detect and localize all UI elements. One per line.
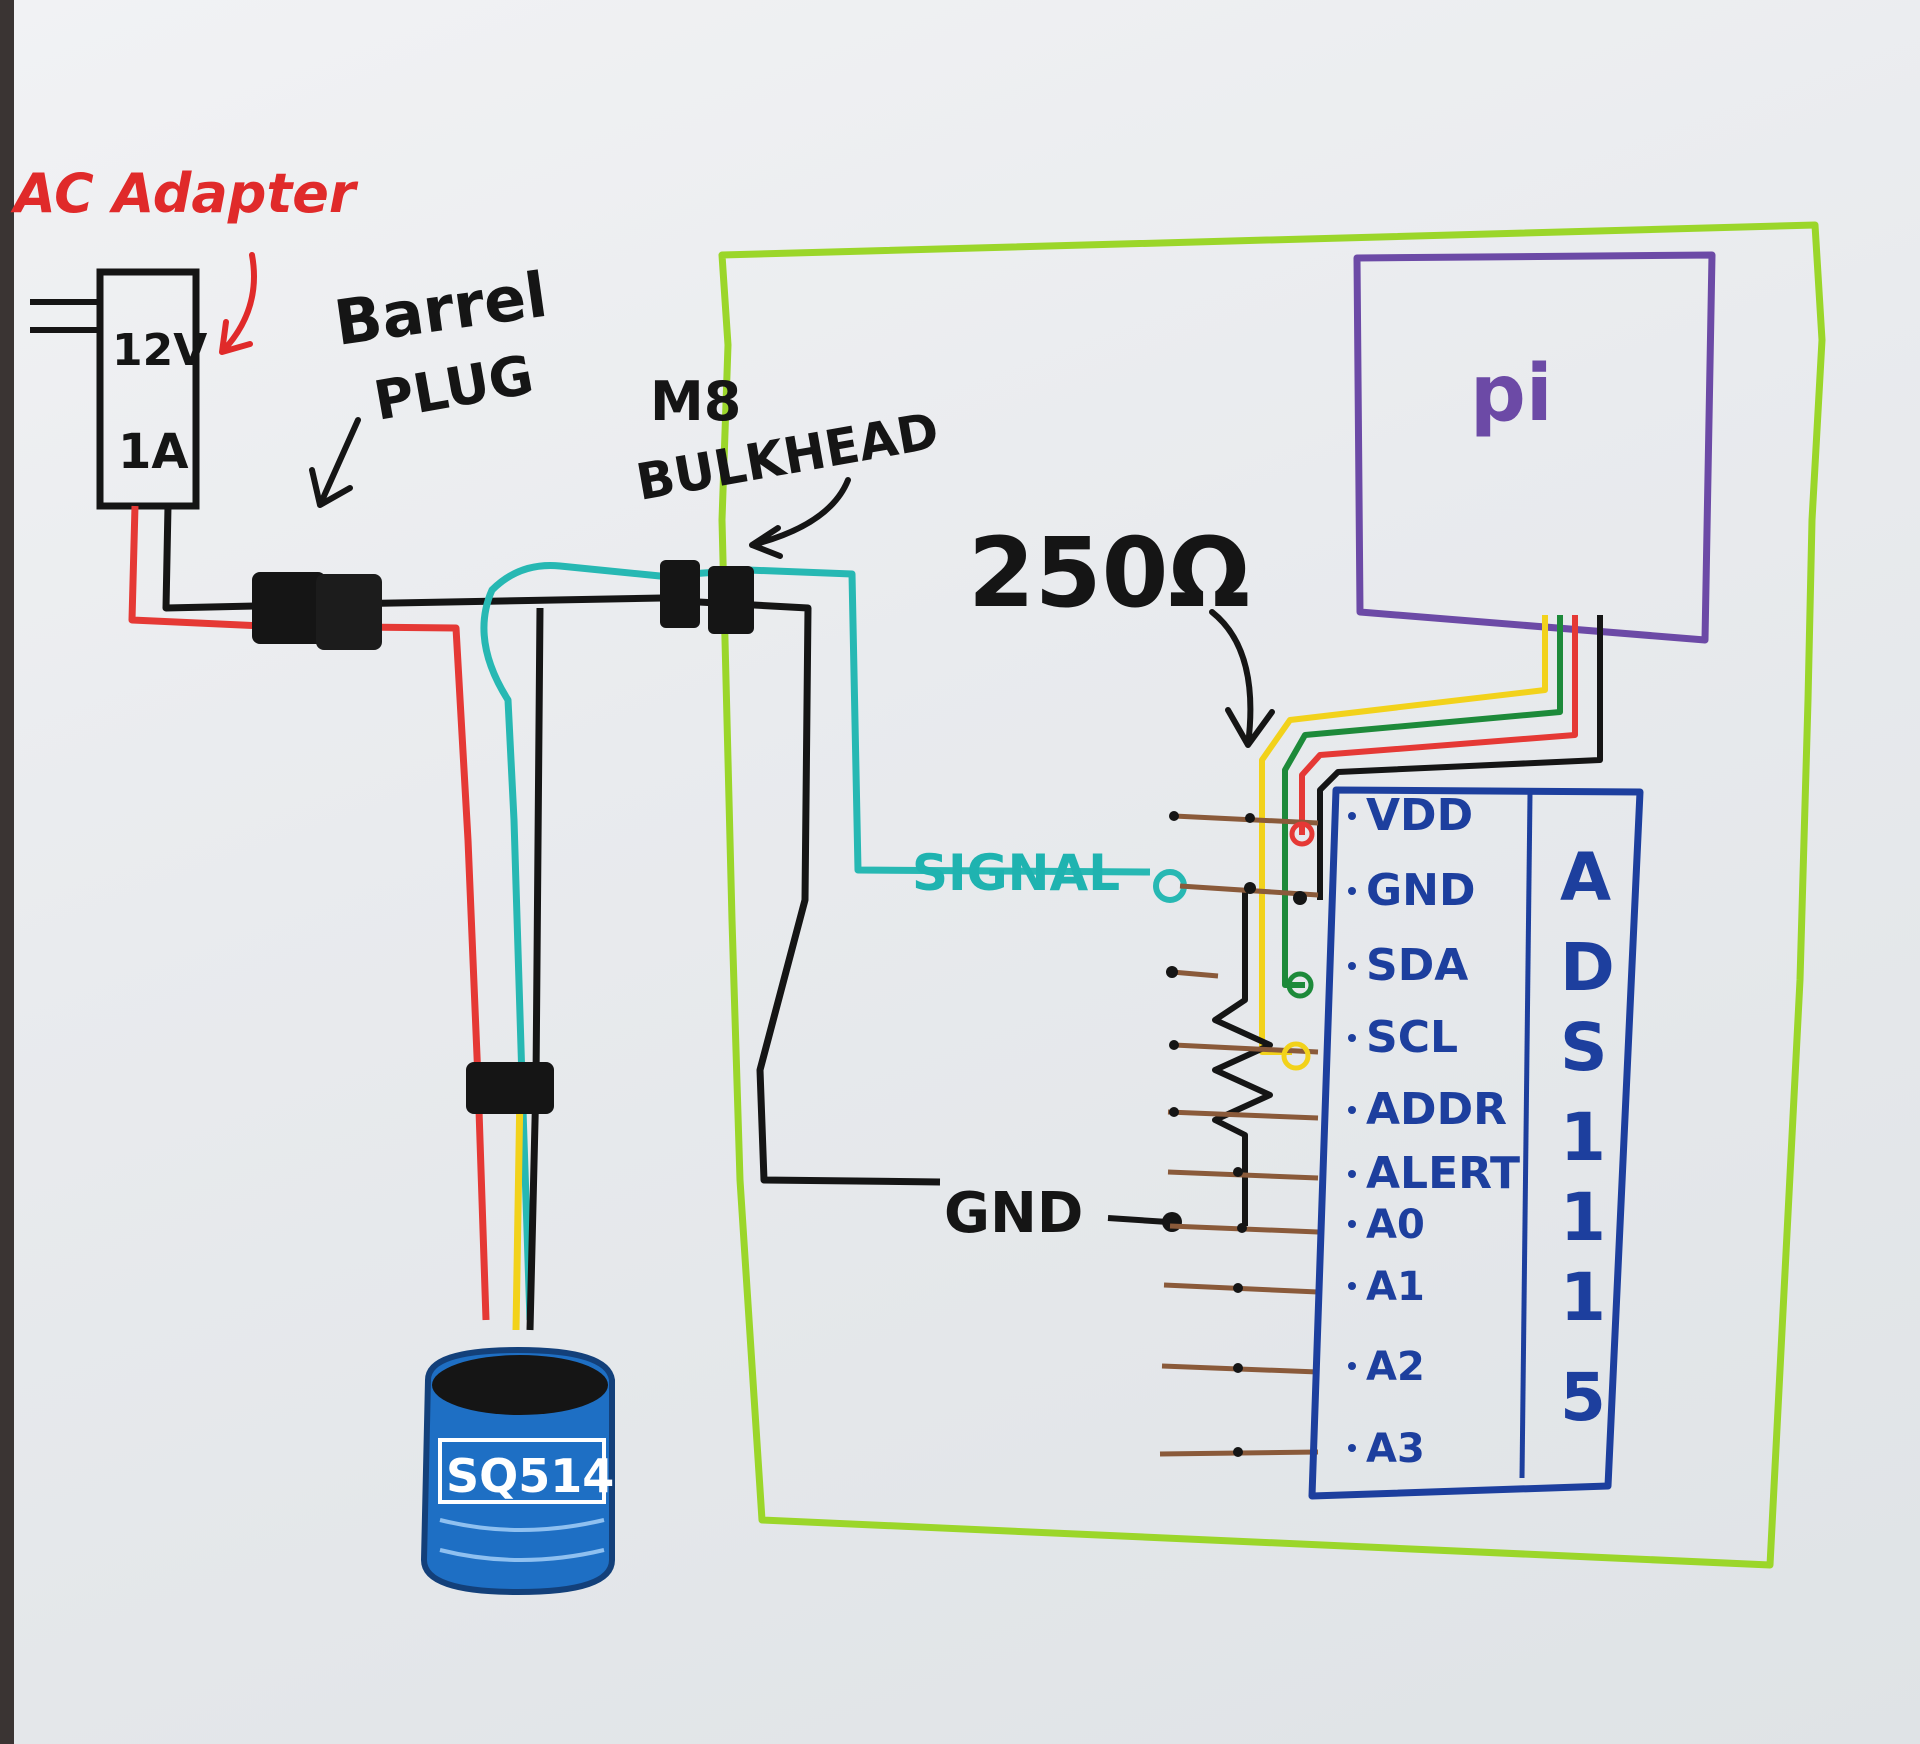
teal-signal-wire-sensor	[480, 562, 1151, 1321]
scl-terminal	[1281, 1041, 1311, 1071]
ac-adapter-label: AC Adapter	[10, 162, 359, 225]
ads-pin-dot-gnd	[1348, 887, 1356, 895]
sda-terminal	[1286, 971, 1314, 999]
barrel-label-line2: PLUG	[369, 343, 538, 433]
m8-bulkhead-connector	[660, 560, 754, 634]
adapter-prongs	[30, 299, 100, 333]
ads-name-letter: A	[1560, 839, 1611, 916]
ads-pin-dot-a3	[1348, 1444, 1356, 1452]
ads-name-letter: 1	[1560, 1259, 1606, 1336]
pi-label: pi	[1470, 349, 1553, 439]
ads-pin-dot-vdd	[1348, 812, 1356, 820]
black-gnd-wire	[1317, 615, 1603, 900]
barrel-arrow-icon	[309, 417, 361, 508]
ads-pin-a1: A1	[1366, 1264, 1425, 1310]
black-ground-wire-sensor	[526, 607, 544, 1331]
resistor-label: 250Ω	[968, 517, 1250, 629]
black-ground-wire-enclosure	[661, 596, 941, 1186]
pi-box	[1353, 251, 1716, 644]
ads-pin-a2: A2	[1366, 1344, 1425, 1390]
ads-pin-dot-sda	[1348, 962, 1356, 970]
gnd-label: GND	[944, 1181, 1083, 1246]
enclosure-outline	[718, 221, 1826, 1569]
ads1115-board	[1308, 786, 1644, 1500]
pin-dots	[1166, 811, 1307, 1457]
board-frame-edge	[0, 0, 14, 1744]
adapter-voltage-label: 12V	[112, 325, 207, 376]
sqs514-sensor	[420, 1346, 615, 1596]
vdd-terminal	[1289, 821, 1315, 847]
ads-pin-dot-scl	[1348, 1034, 1356, 1042]
ads-pin-gnd: GND	[1366, 865, 1475, 916]
ads-pin-dot-addr	[1348, 1106, 1356, 1114]
gnd-lead	[1107, 1215, 1169, 1225]
sensor-label: SQ514	[446, 1449, 614, 1503]
ads-pin-dot-a2	[1348, 1362, 1356, 1370]
gnd-terminal	[1162, 1212, 1182, 1232]
black-power-wire	[162, 505, 663, 612]
ads-name-letter: 1	[1560, 1179, 1606, 1256]
m8-arrow-icon	[749, 477, 851, 559]
ads-name-letter: 1	[1560, 1099, 1606, 1176]
ads1115-divider	[1519, 793, 1533, 1479]
ads-name-letter: D	[1560, 929, 1615, 1006]
signal-label: SIGNAL	[912, 844, 1120, 902]
red-vdd-wire	[1299, 615, 1578, 835]
inline-splice-connector	[466, 1062, 554, 1114]
barrel-plug-connector	[252, 572, 382, 650]
ads-pin-a3: A3	[1366, 1426, 1425, 1472]
signal-terminal	[1153, 869, 1187, 903]
ads-pin-dot-alert	[1348, 1170, 1356, 1178]
resistor-arrow-icon	[1209, 609, 1275, 748]
resistor-symbol	[1212, 888, 1273, 1226]
ads-name-letter: 5	[1560, 1359, 1606, 1436]
ads-pin-dot-a1	[1348, 1282, 1356, 1290]
ads-pin-dot-a0	[1348, 1220, 1356, 1228]
ads-name-letter: S	[1560, 1009, 1608, 1086]
yellow-wire-sensor	[512, 1089, 524, 1331]
ads-pin-alert: ALERT	[1366, 1148, 1520, 1199]
adapter-body	[96, 268, 200, 510]
ads-pin-vdd: VDD	[1366, 790, 1473, 841]
m8-label-line1: M8	[650, 370, 741, 433]
ads-pin-sda: SDA	[1366, 940, 1468, 991]
ads-pin-scl: SCL	[1366, 1012, 1458, 1063]
adapter-current-label: 1A	[118, 424, 189, 480]
ads-pin-addr: ADDR	[1366, 1084, 1507, 1135]
ads-pin-a0: A0	[1366, 1202, 1425, 1248]
adapter-arrow-icon	[219, 252, 257, 355]
